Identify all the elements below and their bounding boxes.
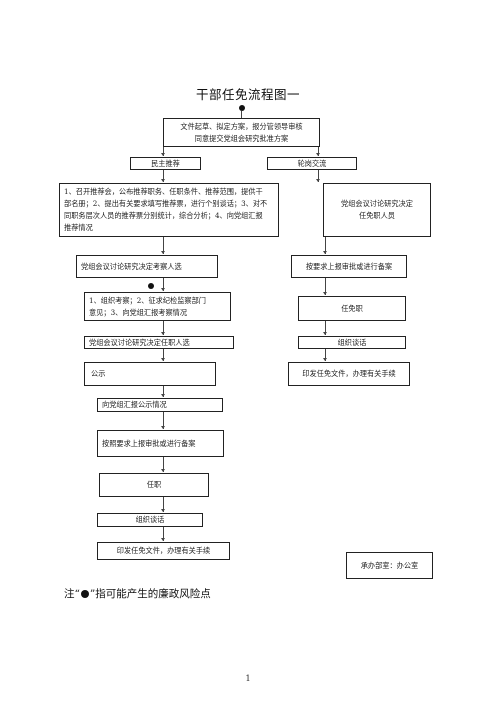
arrow-head xyxy=(161,426,165,429)
arrow-head xyxy=(323,332,327,335)
arrow-head xyxy=(316,153,320,156)
connector xyxy=(325,321,326,335)
connector xyxy=(325,349,326,361)
page-title: 干部任免流程图一 xyxy=(195,87,300,102)
node-responsible-office: 承办部室：办公室 xyxy=(346,552,433,579)
node-publicity: 公示 xyxy=(84,362,216,386)
arrow-head xyxy=(323,358,327,361)
node-inspection: 1、组织考察；2、征求纪检监察部门 意见；3、向党组汇报考察情况 xyxy=(84,292,231,321)
node-approve-file: 按照要求上报审批或进行备案 xyxy=(97,430,224,457)
connector xyxy=(163,457,164,472)
node-job-rotation: 轮岗交流 xyxy=(267,157,357,170)
node-right-organization-talk: 组织谈话 xyxy=(298,336,406,349)
connector xyxy=(163,237,164,254)
risk-point-marker xyxy=(148,283,154,289)
arrow-head xyxy=(161,153,165,156)
connector xyxy=(163,412,164,429)
arrow-head xyxy=(161,509,165,512)
connector xyxy=(325,237,326,254)
connector xyxy=(163,321,164,335)
node-recommend-steps: 1、召开推荐会，公布推荐职务、任职条件、推荐范围，提供干 部名册；2、提出有关要… xyxy=(59,183,279,237)
node-democratic-recommendation: 民主推荐 xyxy=(130,157,201,170)
connector xyxy=(163,349,164,361)
connector xyxy=(163,386,164,397)
arrow-head xyxy=(161,288,165,291)
node-report-approval: 按要求上报审批或进行备案 xyxy=(291,255,407,278)
arrow-head xyxy=(161,469,165,472)
arrow-head xyxy=(323,251,327,254)
arrow-head xyxy=(323,292,327,295)
risk-point-marker xyxy=(239,105,245,111)
node-issue-document: 印发任免文件，办理有关手续 xyxy=(97,542,230,560)
arrow-head xyxy=(161,179,165,182)
page-number: 1 xyxy=(245,674,251,683)
arrow-head xyxy=(161,394,165,397)
arrow-head xyxy=(161,358,165,361)
connector xyxy=(318,147,319,156)
connector xyxy=(163,527,164,541)
node-decide-candidates: 党组会议讨论研究决定考察人选 xyxy=(76,255,218,278)
node-appoint: 任职 xyxy=(99,473,209,497)
risk-point-legend-icon xyxy=(80,590,89,598)
node-draft-plan: 文件起草、拟定方案，报分管领导审核 同意提交党组会研究批准方案 xyxy=(163,118,320,147)
connector xyxy=(163,278,164,291)
connector xyxy=(163,170,164,182)
node-decide-appoint-remove: 党组会议讨论研究决定 任免职人员 xyxy=(323,183,431,237)
footnote: 注“ ”指可能产生的廉政风险点 xyxy=(64,586,211,601)
connector xyxy=(318,170,319,182)
footnote-suffix: ”指可能产生的廉政风险点 xyxy=(89,588,211,600)
connector xyxy=(163,147,164,156)
arrow-head xyxy=(161,251,165,254)
arrow-head xyxy=(161,538,165,541)
node-decide-appointees: 党组会议讨论研究决定任职人选 xyxy=(84,336,234,349)
node-right-issue-document: 印发任免文件，办理有关手续 xyxy=(288,362,410,386)
connector xyxy=(241,111,242,118)
footnote-prefix: 注“ xyxy=(64,588,80,600)
arrow-head xyxy=(316,179,320,182)
arrow-head xyxy=(161,332,165,335)
connector xyxy=(163,497,164,512)
node-appoint-remove: 任免职 xyxy=(298,296,406,321)
node-organization-talk: 组织谈话 xyxy=(97,513,203,527)
node-report-publicity: 向党组汇报公示情况 xyxy=(97,398,223,412)
connector xyxy=(325,278,326,295)
